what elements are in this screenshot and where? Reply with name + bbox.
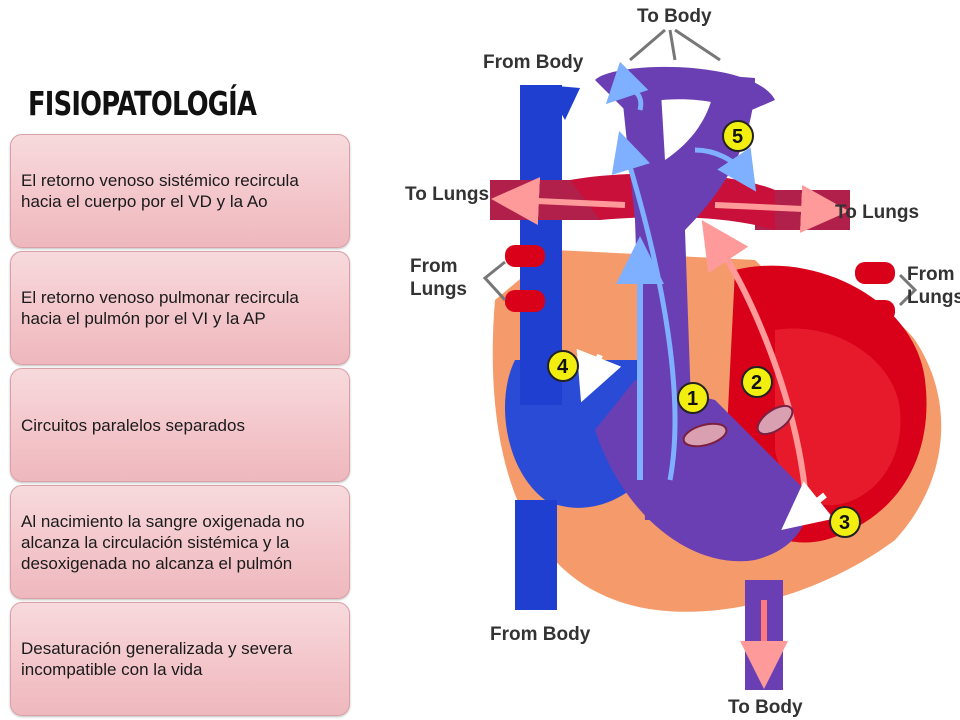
card-text: El retorno venoso sistémico recircula ha… — [21, 171, 299, 211]
marker-5: 5 — [722, 120, 754, 152]
card-desaturation: Desaturación generalizada y severa incom… — [10, 602, 350, 716]
svg-text:5: 5 — [732, 126, 743, 148]
card-pulmonary-return: El retorno venoso pulmonar recircula hac… — [10, 251, 350, 365]
heart-diagram: To Body From Body To Lungs To Lungs From… — [405, 6, 960, 718]
label-to-body-bottom: To Body — [728, 697, 803, 718]
label-from-body-bottom: From Body — [490, 624, 591, 645]
label-to-lungs-right: To Lungs — [835, 202, 919, 223]
label-to-body-top: To Body — [637, 6, 712, 27]
svg-text:2: 2 — [751, 372, 762, 394]
label-from-body-top: From Body — [483, 52, 584, 73]
inferior-vena-cava — [515, 500, 557, 610]
flow-arrow-vsd — [781, 481, 834, 530]
flow-arrow-rv-ao — [611, 130, 678, 481]
svg-text:1: 1 — [687, 388, 698, 410]
marker-1: 1 — [677, 382, 709, 414]
card-systemic-return: El retorno venoso sistémico recircula ha… — [10, 134, 350, 248]
pulmonary-vein-left-2 — [505, 290, 545, 312]
card-text: Desaturación generalizada y severa incom… — [21, 639, 293, 679]
flow-arrow-lv-pa — [701, 220, 808, 491]
card-text: Circuitos paralelos separados — [21, 415, 245, 435]
flow-arrow-ao-top — [605, 61, 649, 111]
marker-4: 4 — [547, 350, 579, 382]
card-text: Al nacimiento la sangre oxigenada no alc… — [21, 511, 305, 573]
card-birth-saturation: Al nacimiento la sangre oxigenada no alc… — [10, 485, 350, 599]
left-ventricle-inner — [775, 328, 901, 506]
svg-text:4: 4 — [557, 356, 569, 378]
card-text: El retorno venoso pulmonar recircula hac… — [21, 288, 299, 328]
svg-text:3: 3 — [839, 512, 850, 534]
pulmonary-vein-left-1 — [505, 245, 545, 267]
pulmonary-vein-right-2 — [855, 300, 895, 322]
from-lungs-right-bracket — [898, 273, 918, 307]
card-parallel-circuits: Circuitos paralelos separados — [10, 368, 350, 482]
label-from-lungs-left-2: Lungs — [410, 279, 467, 300]
tricuspid-valve — [682, 422, 728, 448]
flow-arrow-ao-right — [694, 147, 757, 192]
flow-arrow-pa-left — [491, 177, 626, 226]
label-to-lungs-left: To Lungs — [405, 184, 489, 205]
page-title: FISIOPATOLOGÍA — [28, 84, 257, 123]
flow-arrow-pa-right — [714, 184, 849, 233]
aorta — [620, 75, 755, 520]
marker-2: 2 — [741, 366, 773, 398]
label-from-lungs-right-2: Lungs — [907, 287, 960, 308]
marker-3: 3 — [829, 506, 861, 538]
label-from-lungs-left-1: From — [410, 256, 458, 277]
vena-cava-notch — [545, 85, 580, 120]
from-lungs-left-bracket — [482, 260, 507, 302]
to-body-branches — [629, 28, 721, 62]
label-from-lungs-right-1: From — [907, 264, 955, 285]
pulmonary-vein-right-1 — [855, 262, 895, 284]
flow-arrow-pfo — [576, 348, 622, 403]
mitral-valve — [756, 404, 794, 436]
